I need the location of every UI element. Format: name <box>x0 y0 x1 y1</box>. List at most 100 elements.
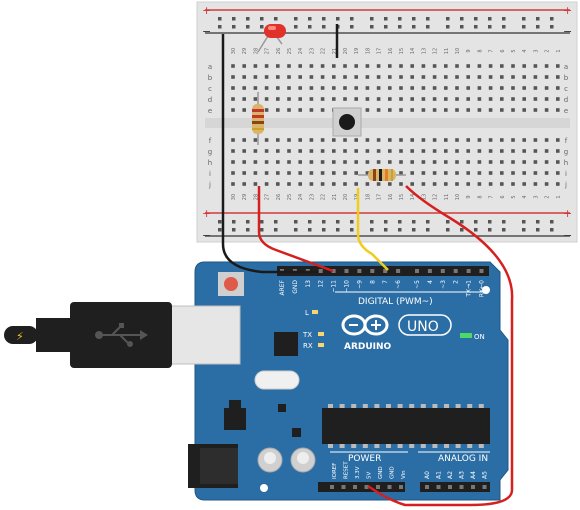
red-led[interactable] <box>257 24 286 53</box>
header-pin[interactable] <box>344 269 349 273</box>
terminal-hole <box>309 149 314 153</box>
header-pin[interactable] <box>459 485 464 489</box>
terminal-hole <box>477 86 482 90</box>
rail-hole <box>260 228 264 232</box>
red-wire-pin13[interactable] <box>257 186 334 273</box>
terminal-hole <box>522 64 526 68</box>
header-pin[interactable] <box>482 485 487 489</box>
column-number: 18 <box>365 48 371 54</box>
chip-pin <box>409 444 415 448</box>
terminal-hole <box>298 108 302 112</box>
rail-hole <box>384 25 388 29</box>
header-pin[interactable] <box>399 485 403 489</box>
terminal-hole <box>399 64 403 68</box>
terminal-hole <box>332 160 336 164</box>
header-pin[interactable] <box>330 485 334 489</box>
resistor-band <box>391 169 393 181</box>
terminal-hole <box>455 138 459 142</box>
terminal-hole <box>488 138 493 142</box>
header-pin[interactable] <box>479 269 484 273</box>
terminal-hole <box>343 97 347 101</box>
header-pin[interactable] <box>331 269 336 273</box>
terminal-hole <box>388 138 392 142</box>
reset-button[interactable] <box>224 277 238 291</box>
header-pin[interactable] <box>376 485 380 489</box>
terminal-hole <box>500 149 504 153</box>
terminal-hole <box>432 171 437 175</box>
terminal-hole <box>399 160 403 164</box>
power-pin-label: GND <box>378 466 384 479</box>
resistor-band <box>373 169 376 181</box>
header-pin[interactable] <box>436 485 441 489</box>
rail-hole <box>474 25 478 29</box>
terminal-hole <box>488 182 493 186</box>
rail-hole <box>398 228 402 232</box>
pushbutton[interactable] <box>332 107 362 137</box>
terminal-hole <box>264 75 269 79</box>
terminal-hole <box>444 97 448 101</box>
header-pin[interactable] <box>318 269 323 273</box>
rail-hole <box>246 228 250 232</box>
header-pin[interactable] <box>396 269 401 273</box>
row-letter: b <box>564 74 569 82</box>
terminal-hole <box>500 86 504 90</box>
header-pin[interactable] <box>448 485 452 489</box>
terminal-hole <box>231 171 235 175</box>
resistor-band <box>252 121 264 124</box>
rail-hole <box>322 25 326 29</box>
terminal-hole <box>354 149 358 153</box>
yellow-wire-pin8[interactable] <box>356 188 389 271</box>
terminal-hole <box>264 160 269 164</box>
header-pin[interactable] <box>341 485 346 489</box>
header-pin[interactable] <box>440 269 445 273</box>
header-pin[interactable] <box>370 269 375 273</box>
power-pin-label: GND <box>390 466 396 479</box>
terminal-hole <box>500 108 504 112</box>
chip-pin <box>432 444 438 448</box>
terminal-hole <box>320 171 325 175</box>
rail-hole <box>488 228 492 232</box>
header-pin[interactable] <box>357 269 362 273</box>
header-pin[interactable] <box>415 269 419 273</box>
header-pin[interactable] <box>427 269 432 273</box>
header-pin[interactable] <box>387 485 392 489</box>
header-pin[interactable] <box>453 269 458 273</box>
terminal-hole <box>376 108 381 112</box>
column-number: 23 <box>309 194 315 200</box>
terminal-hole <box>365 160 370 164</box>
terminal-hole <box>556 138 560 142</box>
header-pin[interactable] <box>353 485 357 489</box>
resistor-horizontal[interactable] <box>358 169 406 181</box>
usb-cable[interactable]: ⚡ <box>4 302 241 368</box>
header-pin[interactable] <box>425 485 429 489</box>
column-number: 27 <box>265 194 271 200</box>
column-number: 16 <box>388 194 394 200</box>
rail-hole <box>460 220 464 224</box>
rail-hole <box>294 17 298 21</box>
column-number: 23 <box>309 48 315 54</box>
black-ground-wire[interactable] <box>221 34 318 274</box>
column-number: 22 <box>321 48 327 54</box>
header-pin[interactable] <box>466 269 471 273</box>
column-number: 30 <box>231 194 237 200</box>
terminal-hole <box>432 86 437 90</box>
terminal-hole <box>556 86 560 90</box>
resistor-vertical[interactable] <box>252 92 264 145</box>
chip-pin <box>478 444 484 448</box>
red-wire-5v[interactable] <box>367 185 514 507</box>
header-pin[interactable] <box>383 269 388 273</box>
rail-hole <box>246 220 250 224</box>
led-highlight <box>268 26 276 30</box>
terminal-hole <box>432 75 437 79</box>
terminal-hole <box>388 149 392 153</box>
terminal-hole <box>399 86 403 90</box>
digital-pin-label: TX→1 <box>466 280 473 298</box>
terminal-hole <box>466 138 470 142</box>
column-number: 21 <box>332 194 338 200</box>
terminal-hole <box>365 86 370 90</box>
rail-hole <box>294 228 298 232</box>
terminal-hole <box>522 75 526 79</box>
header-pin[interactable] <box>471 485 475 489</box>
rail-hole <box>274 17 278 21</box>
header-pin[interactable] <box>364 485 369 489</box>
